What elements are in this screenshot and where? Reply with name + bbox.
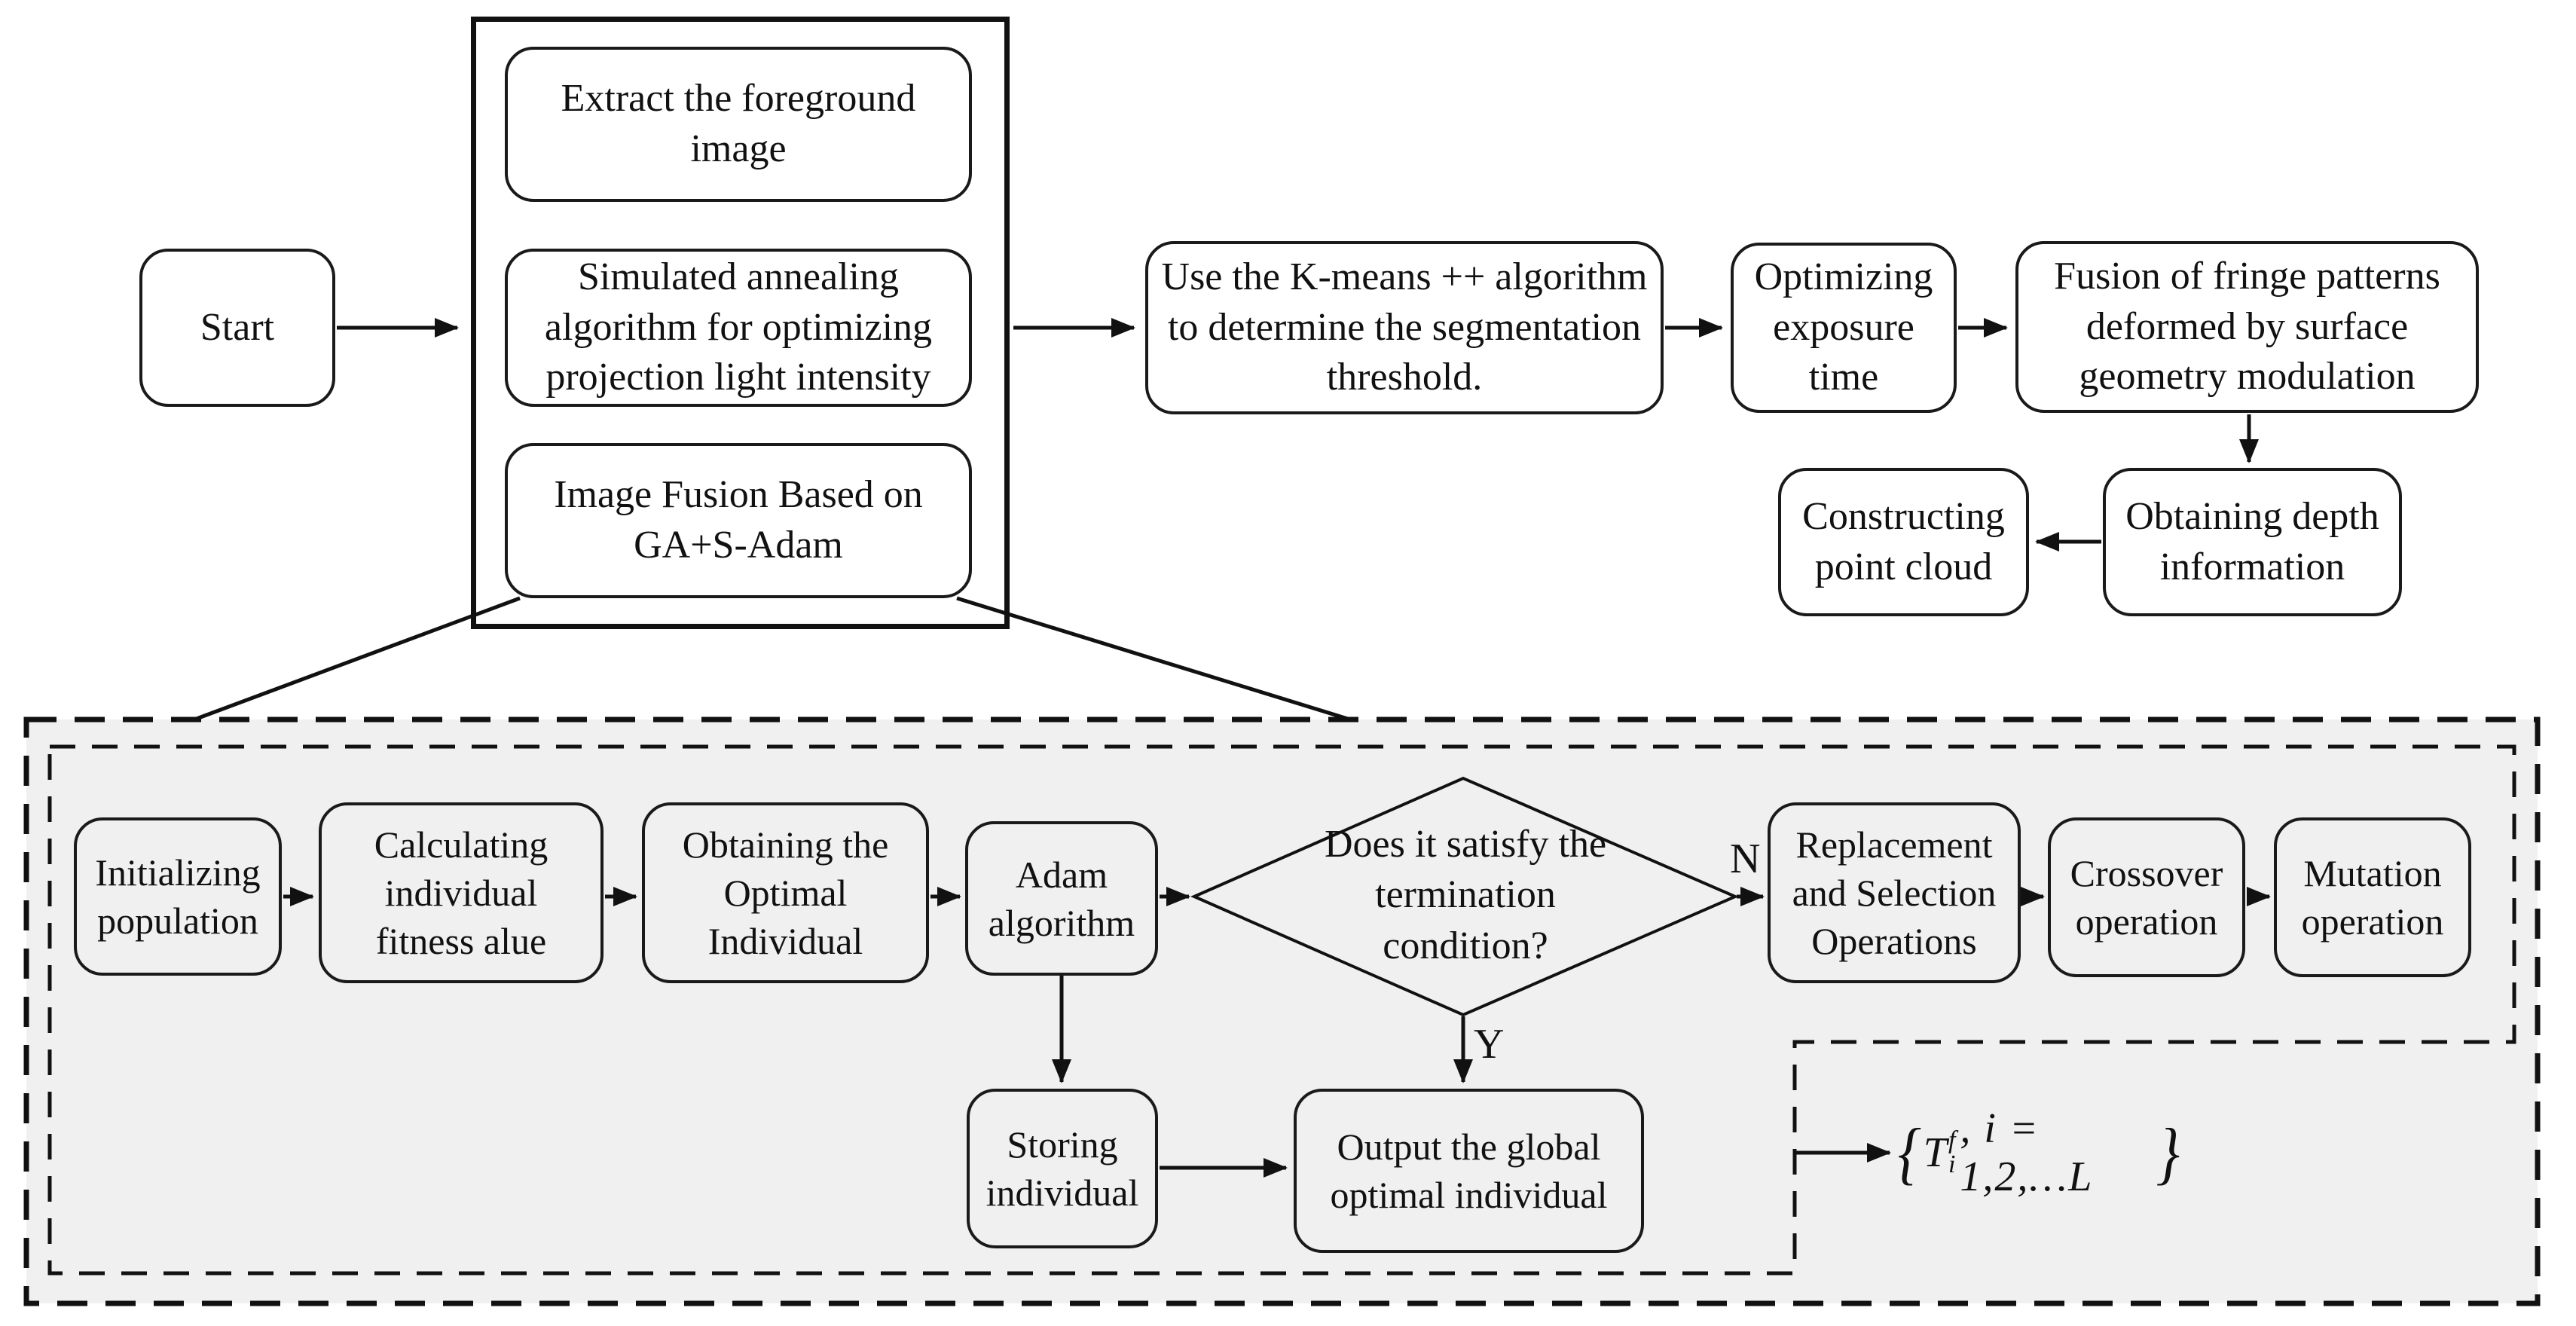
formula-superscript: f: [1948, 1126, 1956, 1154]
preprocess-group-rect: [471, 17, 1010, 629]
decision-diamond: [1190, 776, 1740, 1017]
node-storing-individual: Storing individual: [967, 1089, 1158, 1248]
inner-dashed-region: [47, 744, 2516, 1276]
node-mutation: Mutation operation: [2274, 817, 2471, 977]
branch-label-yes: Y: [1474, 1021, 1505, 1068]
node-adam-algorithm: Adam algorithm: [965, 821, 1158, 976]
node-output-global-optimal: Output the global optimal individual: [1294, 1089, 1644, 1253]
decision-termination-label: Does it satisfy the termination conditio…: [1324, 822, 1607, 967]
fanout-line-right: [956, 596, 1351, 722]
node-kmeans-threshold: Use the K-means ++ algorithm to determin…: [1145, 241, 1664, 414]
node-point-cloud: Constructing point cloud: [1778, 468, 2029, 616]
formula-index-range: , i = 1,2,…L: [1960, 1105, 2094, 1200]
node-start: Start: [139, 249, 335, 407]
node-depth-information: Obtaining depth information: [2103, 468, 2402, 616]
node-init-population: Initializing population: [74, 817, 282, 976]
node-fitness-value: Calculating individual fitness alue: [319, 802, 604, 983]
node-optimal-individual: Obtaining the Optimal Individual: [642, 802, 929, 983]
node-replacement-selection: Replacement and Selection Operations: [1768, 802, 2021, 983]
node-optimize-exposure: Optimizing exposure time: [1731, 243, 1957, 413]
formula-variable: T: [1923, 1129, 1947, 1176]
node-extract-foreground: Extract the foreground image: [505, 47, 972, 202]
formula-subscript: i: [1948, 1150, 1956, 1178]
fanout-line-left: [194, 596, 521, 722]
node-simulated-annealing: Simulated annealing algorithm for optimi…: [505, 249, 972, 407]
node-fringe-fusion: Fusion of fringe patterns deformed by su…: [2015, 241, 2479, 413]
node-image-fusion-ga-s-adam: Image Fusion Based on GA+S-Adam: [505, 443, 972, 598]
node-crossover: Crossover operation: [2048, 817, 2245, 977]
branch-label-no: N: [1730, 836, 1761, 882]
